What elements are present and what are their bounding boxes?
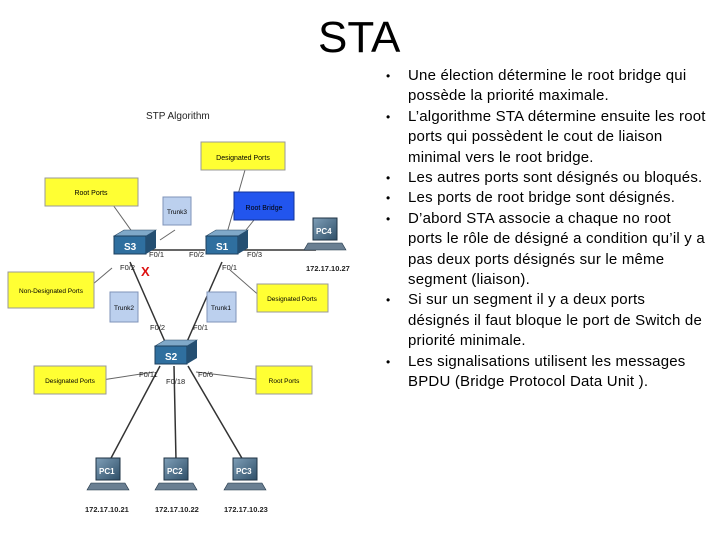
callout-designated-top-label: Designated Ports [216,155,270,162]
slide-title: STA [318,13,401,62]
callout-designated-top [200,141,286,171]
bullet-text: Les signalisations utilisent les message… [408,352,686,391]
bullet-text: L’algorithme STA détermine ensuite les r… [408,107,706,166]
pc2-name: PC2 [167,467,183,476]
bullet-text: Si sur un segment il y a deux ports dési… [408,291,702,350]
callout-root-ports-left [44,177,139,207]
bullet-list: • Une élection détermine le root bridge q… [386,66,706,393]
pc1: PC1 172.17.10.21 [85,457,130,514]
stp-diagram: STP Algorithm Designated Ports Root Port… [7,111,350,514]
bullet-dot: • [386,171,391,186]
port-s1-f01: F0/1 [222,263,237,272]
callout-designated-right-label: Designated Ports [267,296,318,303]
pc2: PC2 172.17.10.22 [154,457,199,514]
port-s2-f01: F0/1 [193,323,208,332]
bullet-text: D’abord STA associe a chaque no root por… [408,209,705,289]
port-s1-f03: F0/3 [247,250,262,259]
callout-non-designated [7,271,95,309]
bullet-dot: • [386,211,391,226]
pc4-ip: 172.17.10.27 [306,264,350,273]
bullet-item: • Les signalisations utilisent les messag… [386,352,706,393]
bullet-item: • L’algorithme STA détermine ensuite les … [386,107,706,168]
callout-root-ports-bottom [255,365,313,395]
callout-root-bridge [233,191,295,221]
bullet-item: • Une élection détermine le root bridge q… [386,66,706,107]
switch-s2-label: S2 [165,352,178,363]
bullet-dot: • [386,191,391,206]
port-s3-f02: F0/2 [120,263,135,272]
diagram-title: STP Algorithm [146,111,210,122]
port-s1-f02: F0/2 [189,250,204,259]
bullet-item: • Si sur un segment il y a deux ports dés… [386,290,706,351]
callout-designated-right [256,283,329,313]
switch-s1-label: S1 [216,242,229,253]
bullet-text: Les ports de root bridge sont désignés. [408,189,676,207]
port-s2-f011: F0/11 [139,370,158,379]
bullet-dot: • [386,109,391,124]
callout-root-ports-bottom-label: Root Ports [269,378,300,385]
trunk1-box [206,291,237,323]
network-links [109,249,316,461]
pc4-name: PC4 [316,227,332,236]
bullet-item: • Les autres ports sont désignés ou bloqu… [386,168,706,188]
trunk3-label: Trunk3 [167,209,187,216]
trunk3-box [162,196,192,226]
callout-designated-bottom-label: Designated Ports [45,378,96,385]
bullet-item: • D’abord STA associe a chaque no root po… [386,209,706,291]
callout-root-ports-left-label: Root Ports [74,190,108,197]
port-s2-f02: F0/2 [150,323,165,332]
pc1-name: PC1 [99,467,115,476]
port-s3-f01: F0/1 [149,250,164,259]
port-s2-f018: F0/18 [166,377,185,386]
callout-non-designated-label: Non-Designated Ports [19,288,84,295]
bullet-item: • Les ports de root bridge sont désignés. [386,188,706,208]
port-labels: F0/1 F0/2 F0/2 F0/3 F0/1 F0/2 F0/1 F0/11… [120,250,262,386]
callout-root-bridge-label: Root Bridge [246,205,283,212]
bullet-dot: • [386,354,391,369]
bullet-dot: • [386,293,391,308]
trunk2-box [109,291,139,323]
callout-designated-bottom [33,365,107,395]
pc2-ip: 172.17.10.22 [155,505,199,514]
pc4: PC4 172.17.10.27 [303,217,350,273]
switch-s1: S1 [204,229,250,255]
pc1-ip: 172.17.10.21 [85,505,129,514]
blocked-port-mark: X [141,264,150,279]
switch-s3-label: S3 [124,242,137,253]
bullet-dot: • [386,69,391,83]
port-s2-f06: F0/6 [198,370,213,379]
trunk2-label: Trunk2 [114,305,134,312]
pc3: PC3 172.17.10.23 [223,457,268,514]
bullet-text: Les autres ports sont désignés ou bloqué… [408,169,703,187]
trunk1-label: Trunk1 [211,305,231,312]
bullet-text: Une élection détermine le root bridge qu… [408,67,687,105]
switch-s2: S2 [153,339,199,365]
pc3-name: PC3 [236,467,252,476]
switch-s3: S3 [112,229,158,255]
pc3-ip: 172.17.10.23 [224,505,268,514]
